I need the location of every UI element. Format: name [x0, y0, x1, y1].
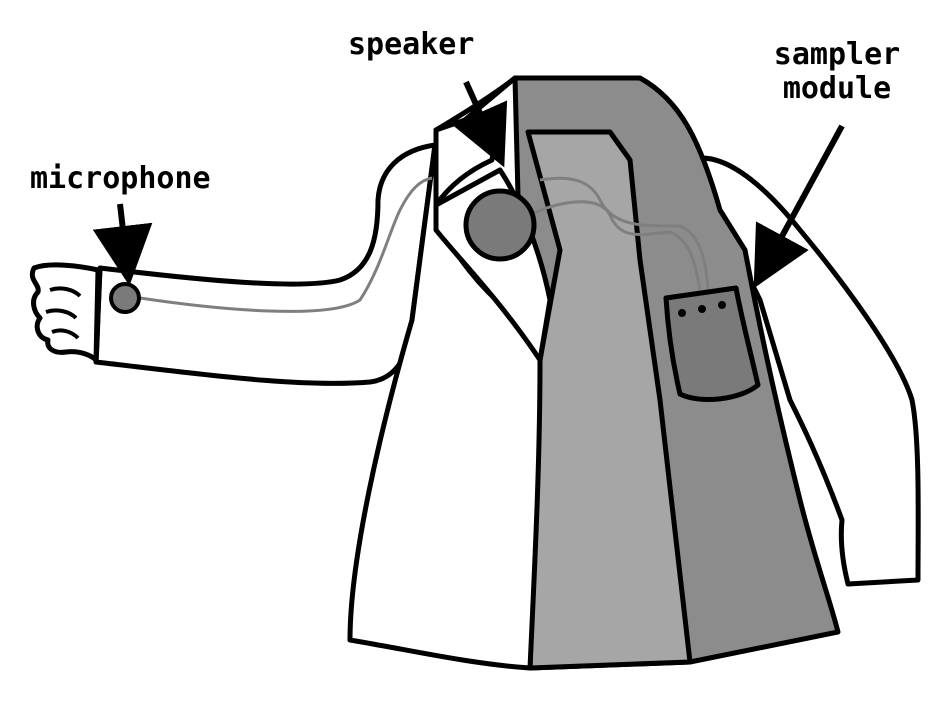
sampler-module-label: sampler module — [762, 38, 912, 106]
pocket-dot — [678, 309, 686, 317]
pocket-dot — [718, 301, 726, 309]
sampler-label-line1: sampler — [773, 37, 901, 72]
arrow-icon — [753, 124, 845, 289]
speaker-label: speaker — [348, 27, 475, 62]
microphone-icon — [109, 282, 141, 314]
sampler-pocket-icon — [663, 285, 761, 402]
wire-microphone — [139, 176, 433, 313]
sampler-label-line2: module — [782, 71, 892, 106]
left-sleeve — [93, 142, 438, 386]
wire-speaker — [529, 200, 702, 291]
arrow-icon — [452, 80, 508, 168]
microphone-label: microphone — [30, 161, 211, 196]
speaker-icon — [463, 188, 537, 262]
pocket-dot — [698, 305, 706, 313]
arrow-icon — [92, 203, 153, 286]
